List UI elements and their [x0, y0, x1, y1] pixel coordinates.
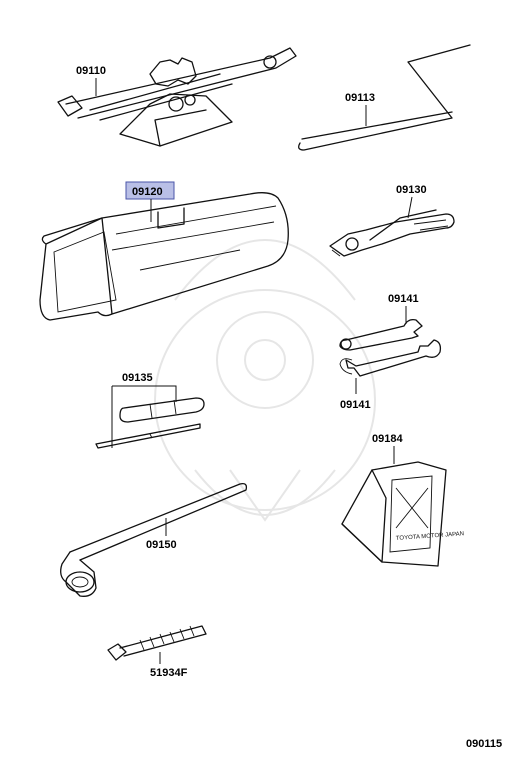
screwdriver-icon	[95, 397, 205, 449]
diagram-id: 090115	[466, 738, 502, 750]
tool-bag-highlight	[125, 181, 175, 200]
wrench-bottom-icon	[339, 339, 442, 377]
handle-part-number: 09113	[345, 92, 375, 104]
jack-part-number: 09110	[76, 65, 106, 77]
bolt-icon	[107, 625, 207, 661]
pliers-icon	[329, 209, 455, 257]
chock-part-number: 09184	[372, 433, 403, 445]
watermark-emblem-icon	[154, 239, 376, 522]
bolt-part-number: 51934F	[150, 667, 188, 679]
wrench-bottom-part-number: 09141	[340, 399, 371, 411]
wrench-top-icon	[339, 318, 423, 351]
jack-handle-icon	[298, 44, 471, 151]
scissor-jack-icon	[57, 47, 297, 147]
lug-wrench-part-number: 09150	[146, 539, 177, 551]
tool-bag-icon	[39, 192, 289, 321]
pliers-part-number: 09130	[396, 184, 427, 196]
wrench-top-part-number: 09141	[388, 293, 419, 305]
wheel-chock-icon: TOYOTA MOTOR JAPAN	[341, 461, 464, 567]
lug-wrench-icon	[60, 482, 248, 597]
tool-bag-part-number: 09120	[132, 186, 163, 198]
chock-stamp-text: TOYOTA MOTOR JAPAN	[396, 531, 464, 542]
screwdriver-part-number: 09135	[122, 372, 153, 384]
